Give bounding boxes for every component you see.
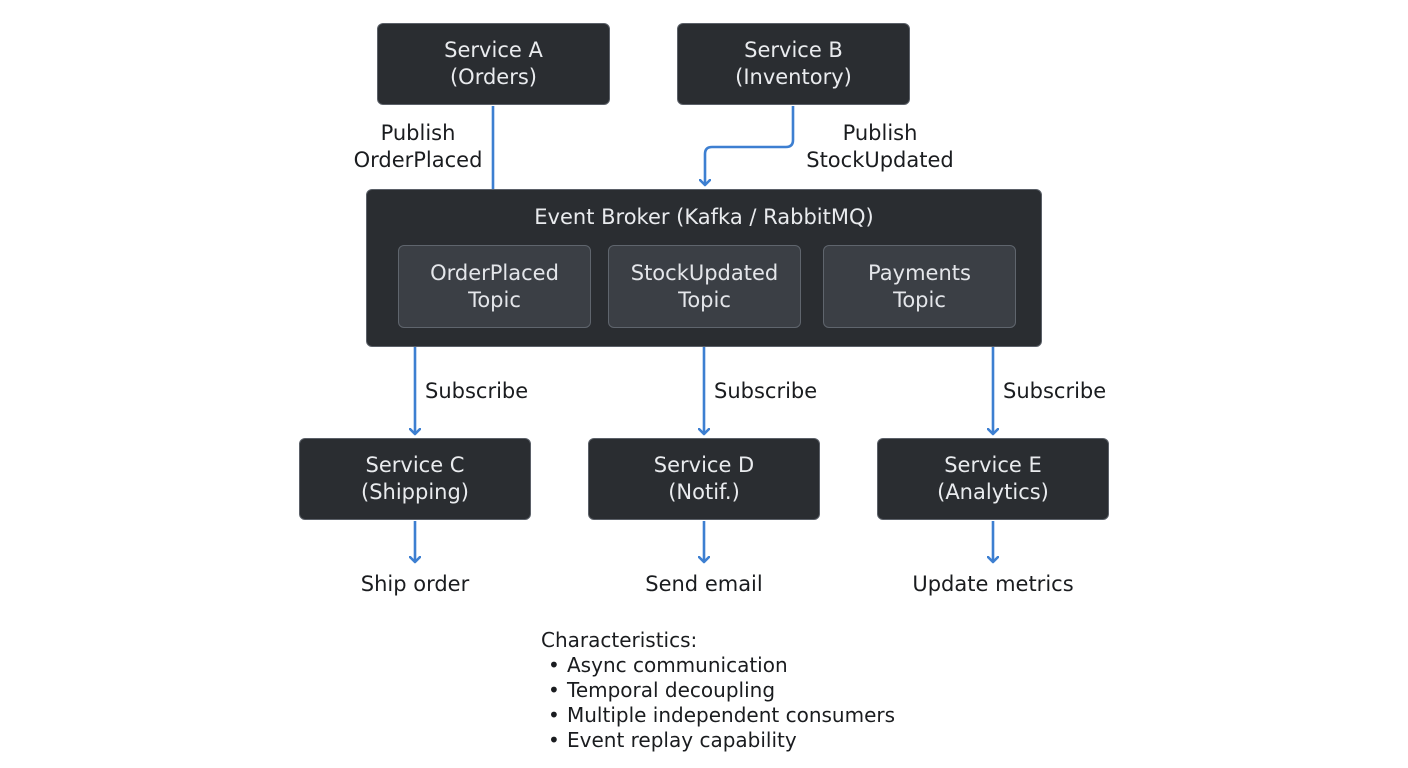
service-b-role: (Inventory) — [735, 65, 852, 89]
service-c-role: (Shipping) — [361, 480, 469, 504]
subscribe-label-shipping: Subscribe — [425, 379, 529, 403]
characteristic-item: Async communication — [541, 653, 895, 678]
subscribe-label-notif: Subscribe — [714, 379, 818, 403]
service-d-name: Service D — [653, 453, 755, 477]
publish-orderplaced-label: Publish OrderPlaced — [353, 121, 483, 172]
event-broker[interactable]: Event Broker (Kafka / RabbitMQ) OrderPla… — [366, 189, 1042, 347]
subscribe-label-analytics: Subscribe — [1003, 379, 1107, 403]
action-update-metrics: Update metrics — [912, 572, 1074, 596]
service-e-name: Service E — [944, 453, 1042, 477]
service-b-node[interactable]: Service B (Inventory) — [677, 23, 910, 105]
service-d-node[interactable]: Service D (Notif.) — [588, 438, 820, 520]
service-c-name: Service C — [365, 453, 465, 477]
publish-stockupdated-arrow — [705, 106, 795, 185]
characteristics-title: Characteristics: — [541, 628, 698, 652]
action-ship-order: Ship order — [360, 572, 470, 596]
event-broker-title: Event Broker (Kafka / RabbitMQ) — [534, 205, 874, 229]
publish-stockupdated-label: Publish StockUpdated — [806, 121, 954, 172]
characteristic-item: Temporal decoupling — [541, 678, 895, 703]
characteristic-item: Multiple independent consumers — [541, 703, 895, 728]
service-a-node[interactable]: Service A (Orders) — [377, 23, 610, 105]
service-e-node[interactable]: Service E (Analytics) — [877, 438, 1109, 520]
service-a-role: (Orders) — [449, 65, 537, 89]
characteristic-item: Event replay capability — [541, 728, 895, 753]
service-c-node[interactable]: Service C (Shipping) — [299, 438, 531, 520]
service-b-name: Service B — [744, 38, 843, 62]
characteristics-panel: Characteristics: Async communication Tem… — [541, 628, 895, 753]
service-a-name: Service A — [444, 38, 543, 62]
topic-orderplaced[interactable]: OrderPlaced Topic — [398, 245, 591, 328]
service-d-role: (Notif.) — [668, 480, 740, 504]
service-e-role: (Analytics) — [937, 480, 1049, 504]
characteristics-list: Async communication Temporal decoupling … — [541, 653, 895, 753]
topic-stockupdated[interactable]: StockUpdated Topic — [608, 245, 801, 328]
topic-payments[interactable]: Payments Topic — [823, 245, 1016, 328]
action-send-email: Send email — [645, 572, 763, 596]
